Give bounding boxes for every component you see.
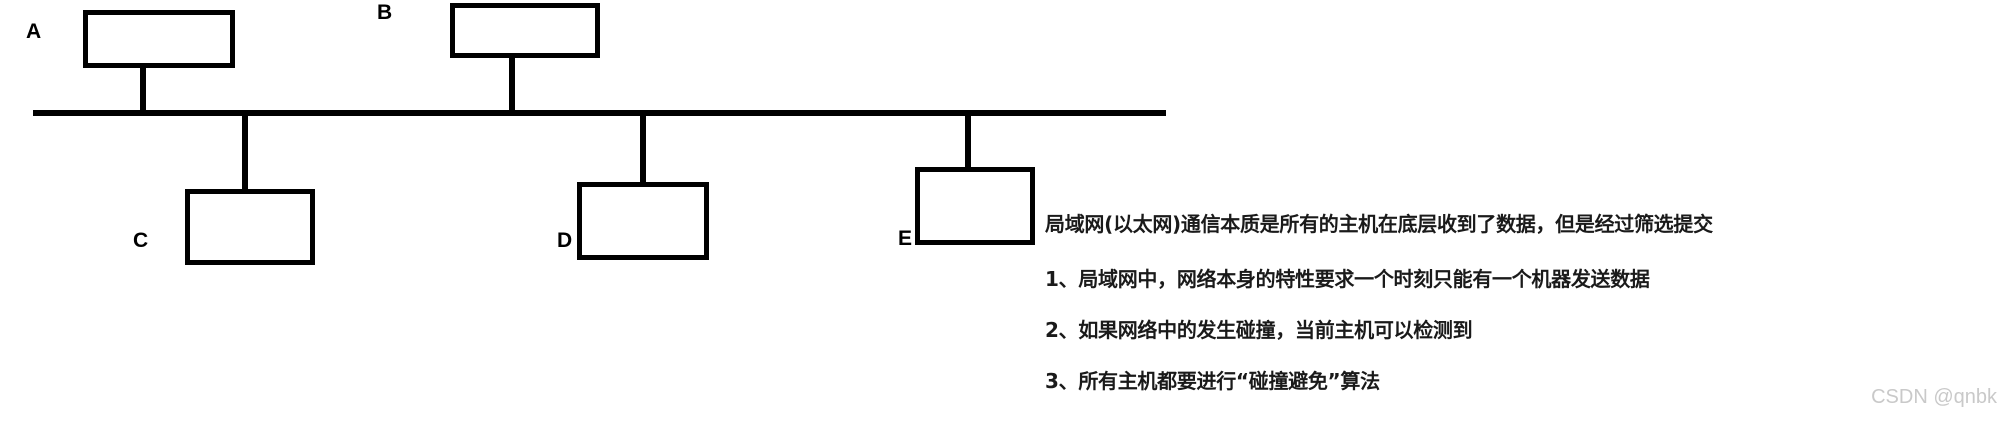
host-box-a[interactable] xyxy=(83,10,235,68)
drop-line-b xyxy=(509,54,515,114)
drop-line-e xyxy=(965,112,971,170)
host-label-a: A xyxy=(26,20,42,43)
drop-line-c xyxy=(242,112,248,192)
note-item-3: 3、所有主机都要进行“碰撞避免”算法 xyxy=(1045,369,1380,393)
drop-line-d xyxy=(640,112,646,185)
note-item-2: 2、如果网络中的发生碰撞，当前主机可以检测到 xyxy=(1045,318,1473,342)
host-label-c: C xyxy=(133,229,149,252)
csdn-watermark: CSDN @qnbk xyxy=(1871,386,1997,408)
host-label-d: D xyxy=(557,229,573,252)
host-box-b[interactable] xyxy=(450,3,600,58)
note-heading: 局域网(以太网)通信本质是所有的主机在底层收到了数据，但是经过筛选提交 xyxy=(1045,212,1713,236)
drop-line-a xyxy=(140,64,146,114)
host-box-e[interactable] xyxy=(915,167,1035,245)
explanation-notes: 局域网(以太网)通信本质是所有的主机在底层收到了数据，但是经过筛选提交 1、局域… xyxy=(1045,208,1945,416)
network-topology-diagram: A B C D E xyxy=(0,0,1200,300)
note-item-1: 1、局域网中，网络本身的特性要求一个时刻只能有一个机器发送数据 xyxy=(1045,267,1650,291)
network-bus-line xyxy=(33,110,1166,116)
host-label-e: E xyxy=(898,227,913,250)
host-label-b: B xyxy=(377,1,393,24)
host-box-c[interactable] xyxy=(185,189,315,265)
host-box-d[interactable] xyxy=(577,182,709,260)
